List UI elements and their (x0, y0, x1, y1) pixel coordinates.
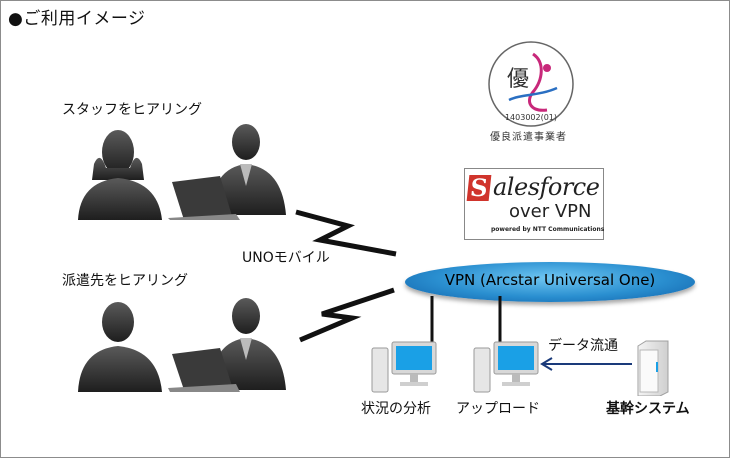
salesforce-over-vpn: over VPN (509, 201, 592, 222)
salesforce-s-letter: S (466, 173, 492, 202)
person-silhouette-right (210, 124, 286, 215)
laptop-icon (168, 176, 240, 220)
seal-ribbon-blue (508, 86, 558, 102)
group-label-staff: スタッフをヒアリング (62, 102, 202, 118)
salesforce-logo: S alesforce over VPN powered by NTT Comm… (464, 168, 604, 240)
vpn-connectors (430, 296, 502, 344)
group-staff-scene (78, 124, 286, 220)
lightning-icon-lower (299, 287, 395, 343)
vpn-label: VPN (Arcstar Universal One) (444, 271, 656, 289)
group-client-scene (78, 298, 286, 392)
data-flow-arrow (540, 357, 632, 371)
salesforce-powered-by: powered by NTT Communications (491, 226, 605, 233)
link-label: UNOモバイル (242, 250, 330, 266)
laptop-icon (168, 348, 240, 392)
seal-code: 1403002(01) (505, 113, 557, 122)
lightning-icon-upper (295, 209, 397, 257)
person-silhouette-left (78, 130, 162, 220)
computer-label-upload: アップロード (456, 401, 540, 417)
salesforce-wordmark: alesforce (493, 173, 600, 201)
data-flow-label: データ流通 (548, 338, 618, 354)
seal-caption: 優良派遣事業者 (490, 132, 567, 143)
award-seal: 優 1403002(01) (488, 41, 574, 127)
seal-ribbon-magenta (528, 52, 548, 112)
person-silhouette-left (78, 302, 162, 392)
group-label-client: 派遣先をヒアリング (62, 273, 188, 289)
seal-character: 優 (507, 67, 529, 92)
vpn-network: VPN (Arcstar Universal One) (405, 262, 695, 302)
page-title: ●ご利用イメージ (8, 9, 146, 29)
server-icon (637, 340, 669, 396)
server-label: 基幹システム (606, 401, 690, 417)
computer-label-analysis: 状況の分析 (361, 401, 431, 417)
computer-icon-upload (473, 341, 539, 393)
computer-icon-analysis (371, 341, 437, 393)
wireless-links (295, 209, 397, 343)
